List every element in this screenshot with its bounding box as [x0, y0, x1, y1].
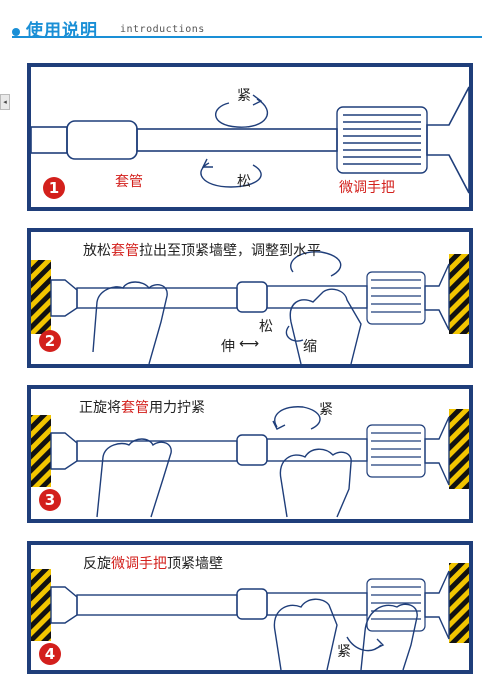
caption-highlight: 套管: [121, 400, 149, 416]
extend-shrink-arrow: ⟷: [239, 336, 260, 352]
label-extend: 伸: [221, 339, 235, 355]
label-loosen: 松: [259, 319, 273, 335]
side-collapse-tab[interactable]: ◂: [0, 94, 10, 110]
step-number-2: 2: [39, 330, 61, 352]
step-number-3: 3: [39, 489, 61, 511]
step-2-caption: 放松套管拉出至顶紧墙壁，调整到水平: [83, 240, 321, 260]
step-panel-4: 反旋微调手把顶紧墙壁 紧 4: [27, 541, 473, 674]
step-number-1: 1: [43, 177, 65, 199]
caption-highlight: 套管: [111, 243, 139, 259]
label-loosen: 松: [237, 174, 251, 190]
label-shrink: 缩: [303, 339, 317, 355]
header-rule: [12, 36, 482, 38]
step-number-4: 4: [39, 643, 61, 665]
step-panel-1: 紧 松 套管 微调手把 1: [27, 63, 473, 211]
rod-diagram-4: [31, 563, 469, 670]
caption-post: 顶紧墙壁: [167, 556, 223, 572]
page-subtitle: introductions: [120, 24, 205, 35]
label-fine-tune-handle: 微调手把: [339, 180, 395, 196]
rod-diagram-3: [31, 406, 469, 518]
caption-post: 拉出至顶紧墙壁，调整到水平: [139, 243, 321, 259]
step-panel-3: 正旋将套管用力拧紧 紧 3: [27, 385, 473, 523]
step-panel-2: 放松套管拉出至顶紧墙壁，调整到水平 松 伸 ⟷ 缩 2: [27, 228, 473, 368]
label-tighten: 紧: [337, 644, 351, 660]
label-tighten: 紧: [237, 88, 251, 104]
caption-pre: 正旋将: [79, 400, 121, 416]
caption-highlight: 微调手把: [111, 556, 167, 572]
caption-pre: 放松: [83, 243, 111, 259]
rod-diagram-2: [31, 251, 469, 364]
rod-diagram-1: [31, 86, 469, 194]
step-4-caption: 反旋微调手把顶紧墙壁: [83, 553, 223, 573]
caption-pre: 反旋: [83, 556, 111, 572]
caption-post: 用力拧紧: [149, 400, 205, 416]
step-3-caption: 正旋将套管用力拧紧: [79, 397, 205, 417]
header-dot: [12, 28, 20, 36]
page-header: 使用说明 introductions: [0, 0, 496, 44]
label-tighten: 紧: [319, 402, 333, 418]
label-sleeve: 套管: [115, 174, 143, 190]
